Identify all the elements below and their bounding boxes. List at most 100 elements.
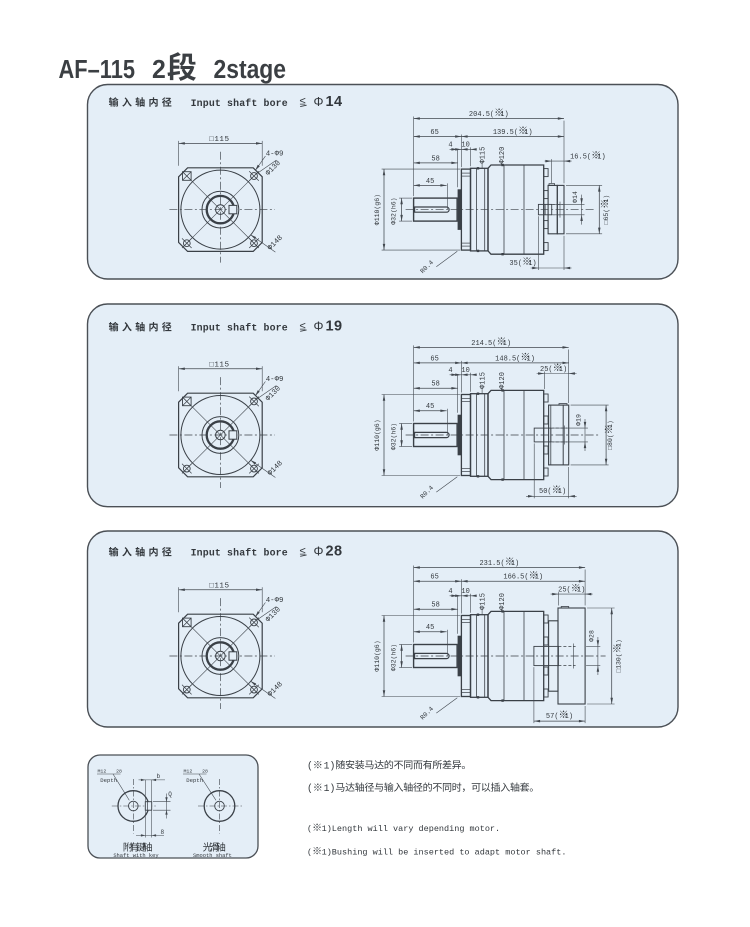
svg-text:≤: ≤ bbox=[300, 96, 306, 108]
svg-text:Φ115: Φ115 bbox=[479, 147, 487, 164]
svg-text:1): 1) bbox=[558, 488, 566, 496]
svg-text:4-Φ9: 4-Φ9 bbox=[266, 597, 284, 605]
svg-text:45: 45 bbox=[426, 403, 434, 411]
svg-text:139.5(: 139.5( bbox=[493, 129, 518, 137]
svg-text:1)Bushing will be inserted to: 1)Bushing will be inserted to adapt moto… bbox=[322, 847, 567, 857]
svg-text:4: 4 bbox=[448, 141, 452, 149]
svg-text:□115: □115 bbox=[209, 362, 229, 370]
svg-text:M12: M12 bbox=[184, 769, 193, 775]
svg-text:Φ14: Φ14 bbox=[572, 191, 579, 203]
svg-text:(: ( bbox=[307, 783, 313, 794]
svg-text:1): 1) bbox=[324, 783, 336, 794]
svg-text:□80(: □80( bbox=[607, 434, 614, 450]
svg-text:231.5(: 231.5( bbox=[479, 560, 504, 568]
svg-text:Φ: Φ bbox=[314, 545, 324, 559]
svg-text:Q: Q bbox=[168, 791, 172, 798]
svg-text:45: 45 bbox=[426, 178, 434, 186]
svg-text:1): 1) bbox=[500, 111, 508, 119]
svg-text:166.5(: 166.5( bbox=[503, 574, 528, 582]
svg-text:b: b bbox=[157, 773, 161, 780]
svg-text:Φ28: Φ28 bbox=[588, 630, 595, 642]
svg-text:45: 45 bbox=[426, 624, 434, 632]
svg-text:1): 1) bbox=[559, 366, 567, 374]
svg-text:Smooth shaft: Smooth shaft bbox=[193, 853, 232, 859]
svg-text:1): 1) bbox=[616, 639, 623, 647]
svg-text:35(: 35( bbox=[509, 260, 522, 268]
svg-text:Φ110(g6): Φ110(g6) bbox=[374, 419, 381, 450]
svg-text:1): 1) bbox=[528, 260, 536, 268]
svg-text:Φ120: Φ120 bbox=[499, 372, 507, 389]
svg-text:≤: ≤ bbox=[300, 545, 306, 557]
svg-text:1): 1) bbox=[603, 195, 610, 203]
svg-text:2: 2 bbox=[152, 56, 166, 84]
svg-text:10: 10 bbox=[461, 588, 469, 596]
svg-text:Φ32(h6): Φ32(h6) bbox=[390, 197, 397, 224]
svg-text:Φ115: Φ115 bbox=[479, 593, 487, 610]
svg-text:10: 10 bbox=[461, 367, 469, 375]
svg-text:Φ32(h6): Φ32(h6) bbox=[390, 423, 397, 450]
svg-text:Φ110(g6): Φ110(g6) bbox=[374, 194, 381, 225]
svg-text:Φ110(g6): Φ110(g6) bbox=[374, 640, 381, 671]
svg-text:1)Length will vary depending m: 1)Length will vary depending motor. bbox=[322, 824, 501, 834]
svg-text:28: 28 bbox=[202, 769, 208, 775]
svg-text:58: 58 bbox=[431, 155, 439, 163]
svg-text:Φ32(h6): Φ32(h6) bbox=[390, 644, 397, 671]
svg-text:Φ19: Φ19 bbox=[575, 414, 582, 426]
svg-text:Φ115: Φ115 bbox=[479, 372, 487, 389]
svg-text:≤: ≤ bbox=[300, 320, 306, 332]
svg-text:2stage: 2stage bbox=[214, 56, 287, 84]
svg-text:4: 4 bbox=[448, 367, 452, 375]
svg-text:1): 1) bbox=[511, 560, 519, 568]
svg-text:1): 1) bbox=[524, 129, 532, 137]
svg-text:14: 14 bbox=[326, 94, 343, 110]
svg-text:1): 1) bbox=[324, 760, 336, 771]
svg-text:4-Φ9: 4-Φ9 bbox=[266, 150, 284, 158]
svg-text:10: 10 bbox=[461, 141, 469, 149]
svg-text:Φ: Φ bbox=[314, 95, 324, 109]
svg-text:58: 58 bbox=[431, 381, 439, 389]
svg-text:58: 58 bbox=[431, 602, 439, 610]
svg-text:65: 65 bbox=[430, 355, 438, 363]
svg-text:19: 19 bbox=[326, 319, 343, 335]
svg-text:57(: 57( bbox=[546, 713, 559, 721]
svg-text:AF–115: AF–115 bbox=[59, 56, 136, 84]
svg-text:1): 1) bbox=[565, 713, 573, 721]
svg-text:□65(: □65( bbox=[603, 209, 610, 225]
svg-text:Input shaft bore: Input shaft bore bbox=[191, 323, 288, 334]
svg-text:1): 1) bbox=[503, 340, 511, 348]
svg-text:1): 1) bbox=[597, 154, 605, 162]
svg-text:Input shaft bore: Input shaft bore bbox=[191, 98, 288, 109]
svg-text:M12: M12 bbox=[98, 769, 107, 775]
svg-text:65: 65 bbox=[430, 129, 438, 137]
svg-text:1): 1) bbox=[607, 420, 614, 428]
svg-text:Input shaft bore: Input shaft bore bbox=[191, 548, 288, 559]
svg-text:148.5(: 148.5( bbox=[495, 355, 520, 363]
svg-text:4-Φ9: 4-Φ9 bbox=[266, 376, 284, 384]
svg-text:28: 28 bbox=[326, 544, 343, 560]
svg-text:(: ( bbox=[307, 847, 312, 857]
svg-text:Depth: Depth bbox=[186, 777, 203, 784]
svg-text:Φ: Φ bbox=[314, 320, 324, 334]
svg-text:214.5(: 214.5( bbox=[471, 340, 496, 348]
svg-text:(: ( bbox=[307, 760, 313, 771]
svg-text:8: 8 bbox=[161, 829, 165, 836]
svg-text:204.5(: 204.5( bbox=[469, 111, 494, 119]
svg-text:□115: □115 bbox=[209, 136, 229, 144]
svg-text:28: 28 bbox=[116, 769, 122, 775]
svg-text:Shaft with key: Shaft with key bbox=[113, 853, 159, 859]
svg-text:25(: 25( bbox=[540, 366, 553, 374]
svg-text:25(: 25( bbox=[558, 587, 571, 595]
svg-text:1): 1) bbox=[577, 587, 585, 595]
svg-text:50(: 50( bbox=[539, 488, 552, 496]
svg-text:1): 1) bbox=[535, 574, 543, 582]
svg-text:1): 1) bbox=[527, 355, 535, 363]
svg-text:65: 65 bbox=[430, 574, 438, 582]
svg-text:4: 4 bbox=[448, 588, 452, 596]
svg-text:Φ120: Φ120 bbox=[499, 147, 507, 164]
svg-text:Depth: Depth bbox=[100, 777, 117, 784]
svg-text:(: ( bbox=[307, 824, 312, 834]
svg-text:□130(: □130( bbox=[616, 653, 623, 673]
svg-text:16.5(: 16.5( bbox=[570, 154, 591, 162]
svg-text:□115: □115 bbox=[209, 583, 229, 591]
svg-text:Φ120: Φ120 bbox=[499, 593, 507, 610]
